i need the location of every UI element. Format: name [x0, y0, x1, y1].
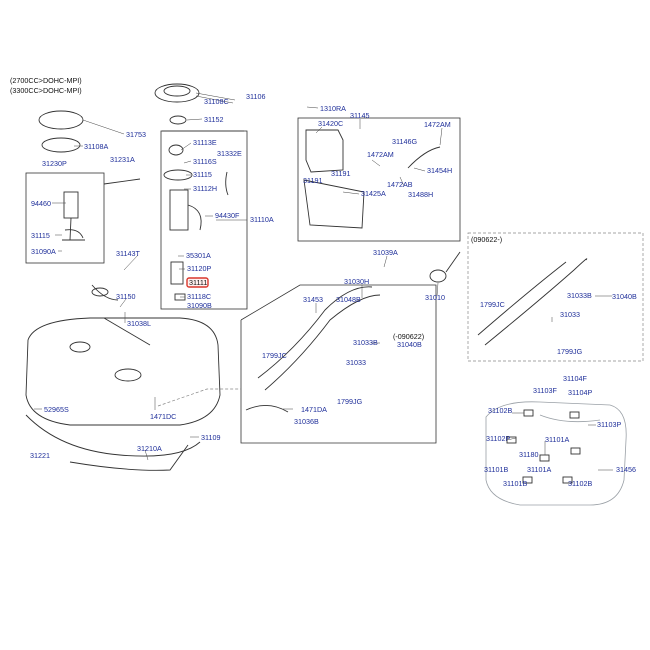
part-label[interactable]: 1472AB — [387, 180, 413, 189]
sender-module — [63, 191, 79, 219]
part-label[interactable]: 31231A — [110, 155, 135, 164]
pad-layout-tank — [485, 401, 627, 506]
part-label[interactable]: 31420C — [318, 119, 343, 128]
part-label[interactable]: 31101B — [484, 465, 508, 474]
part-label[interactable]: 94460 — [31, 199, 51, 208]
part-label[interactable]: 31048B — [336, 295, 361, 304]
sender-plate — [38, 110, 84, 130]
filler-neck-box — [240, 284, 437, 444]
part-label[interactable]: 31143T — [116, 249, 140, 258]
part-label[interactable]: 1799JC — [480, 300, 505, 309]
part-label[interactable]: 31101A — [545, 435, 569, 444]
part-label[interactable]: 31120P — [187, 264, 211, 273]
part-label[interactable]: 1799JG — [557, 347, 583, 356]
filler-cap — [429, 269, 447, 283]
part-label[interactable]: 31102P — [486, 434, 510, 443]
part-label[interactable]: 31039A — [373, 248, 398, 257]
part-label[interactable]: 31116S — [193, 157, 217, 166]
part-label[interactable]: 31145 — [350, 111, 369, 120]
variant-note-since: (090622-) — [471, 235, 502, 244]
part-label[interactable]: 31191 — [331, 169, 350, 178]
part-label[interactable]: 31221 — [30, 451, 50, 460]
part-label[interactable]: 31454H — [427, 166, 452, 175]
part-label[interactable]: 31191 — [303, 176, 322, 185]
part-label[interactable]: 31038L — [127, 319, 151, 328]
part-label[interactable]: 31101A — [527, 465, 551, 474]
part-label[interactable]: 31090A — [31, 247, 56, 256]
part-label[interactable]: 1799JC — [262, 351, 287, 360]
part-label[interactable]: 31101B — [503, 479, 527, 488]
part-label-highlighted[interactable]: 31111 — [189, 278, 207, 287]
part-label[interactable]: 31753 — [126, 130, 146, 139]
part-label[interactable]: 31033 — [560, 310, 580, 319]
filler-neck-variant-box — [467, 232, 644, 362]
part-label[interactable]: 31456 — [616, 465, 636, 474]
engine-note-3300: (3300CC>DOHC-MPI) — [10, 86, 82, 95]
part-label[interactable]: 31102B — [488, 406, 512, 415]
part-label[interactable]: 1471DC — [150, 412, 176, 421]
tank-strap-31210A — [69, 444, 189, 471]
part-labels: 31106 31108C 31152 31753 31108A 31230P 3… — [30, 92, 637, 488]
part-label[interactable]: 31230P — [42, 159, 67, 168]
part-label[interactable]: 31033 — [346, 358, 366, 367]
part-label[interactable]: 94430F — [215, 211, 240, 220]
part-label[interactable]: 31109 — [201, 433, 220, 442]
part-label[interactable]: 31090B — [187, 301, 212, 310]
sender-gasket — [41, 137, 81, 153]
charcoal-canister — [305, 129, 344, 173]
part-label[interactable]: 31010 — [425, 293, 445, 302]
filler-neck-pipe — [264, 294, 381, 391]
part-label[interactable]: 31106 — [246, 92, 265, 101]
part-label[interactable]: 31113E — [193, 138, 217, 147]
part-label[interactable]: 31210A — [137, 444, 162, 453]
part-label[interactable]: 31115 — [193, 170, 212, 179]
part-label[interactable]: 31488H — [408, 190, 433, 199]
part-label[interactable]: 31150 — [116, 292, 135, 301]
part-label[interactable]: 31110A — [250, 215, 274, 224]
part-label[interactable]: 1472AM — [367, 150, 394, 159]
part-highlight-31111 — [186, 277, 209, 288]
part-label[interactable]: 1310RA — [320, 104, 346, 113]
part-label[interactable]: 52965S — [44, 405, 69, 414]
filler-neck-pipe-variant — [484, 258, 588, 346]
part-label[interactable]: 1799JG — [337, 397, 363, 406]
part-label[interactable]: 31108A — [84, 142, 108, 151]
part-label[interactable]: 31030H — [344, 277, 369, 286]
part-label[interactable]: 31180 — [519, 450, 538, 459]
leader-lines — [34, 92, 613, 471]
part-label[interactable]: 31036B — [294, 417, 319, 426]
part-label[interactable]: 31040B — [397, 340, 422, 349]
variant-note-until: (-090622) — [393, 332, 424, 341]
part-label[interactable]: 35301A — [186, 251, 211, 260]
part-label[interactable]: 31033B — [353, 338, 378, 347]
part-label[interactable]: 31102B — [568, 479, 592, 488]
fuel-sender-box — [25, 172, 105, 264]
canister-bracket — [303, 179, 365, 229]
part-label[interactable]: 31108C — [204, 97, 229, 106]
part-label[interactable]: 31103F — [533, 386, 557, 395]
part-label[interactable]: 31425A — [361, 189, 386, 198]
pump-body — [169, 189, 189, 231]
pump-cover-flange — [154, 83, 200, 103]
part-label[interactable]: 31103P — [597, 420, 621, 429]
part-label[interactable]: 31112H — [193, 184, 217, 193]
part-label[interactable]: 31104F — [563, 374, 587, 383]
part-label[interactable]: 31115 — [31, 231, 50, 240]
part-label[interactable]: 1471DA — [301, 405, 327, 414]
gasket-ring — [169, 115, 187, 125]
part-label[interactable]: 31146G — [392, 137, 417, 146]
part-label[interactable]: 31104P — [568, 388, 592, 397]
fuel-tank — [25, 317, 221, 426]
part-label[interactable]: 31040B — [612, 292, 637, 301]
part-label[interactable]: 31033B — [567, 291, 592, 300]
part-label[interactable]: 31118C — [187, 292, 211, 301]
canister-box — [297, 117, 461, 242]
part-label[interactable]: 31453 — [303, 295, 323, 304]
part-label[interactable]: 1472AM — [424, 120, 451, 129]
part-label[interactable]: 31152 — [204, 115, 223, 124]
part-label[interactable]: 31332E — [217, 149, 242, 158]
engine-note-2700: (2700CC>DOHC-MPI) — [10, 76, 82, 85]
